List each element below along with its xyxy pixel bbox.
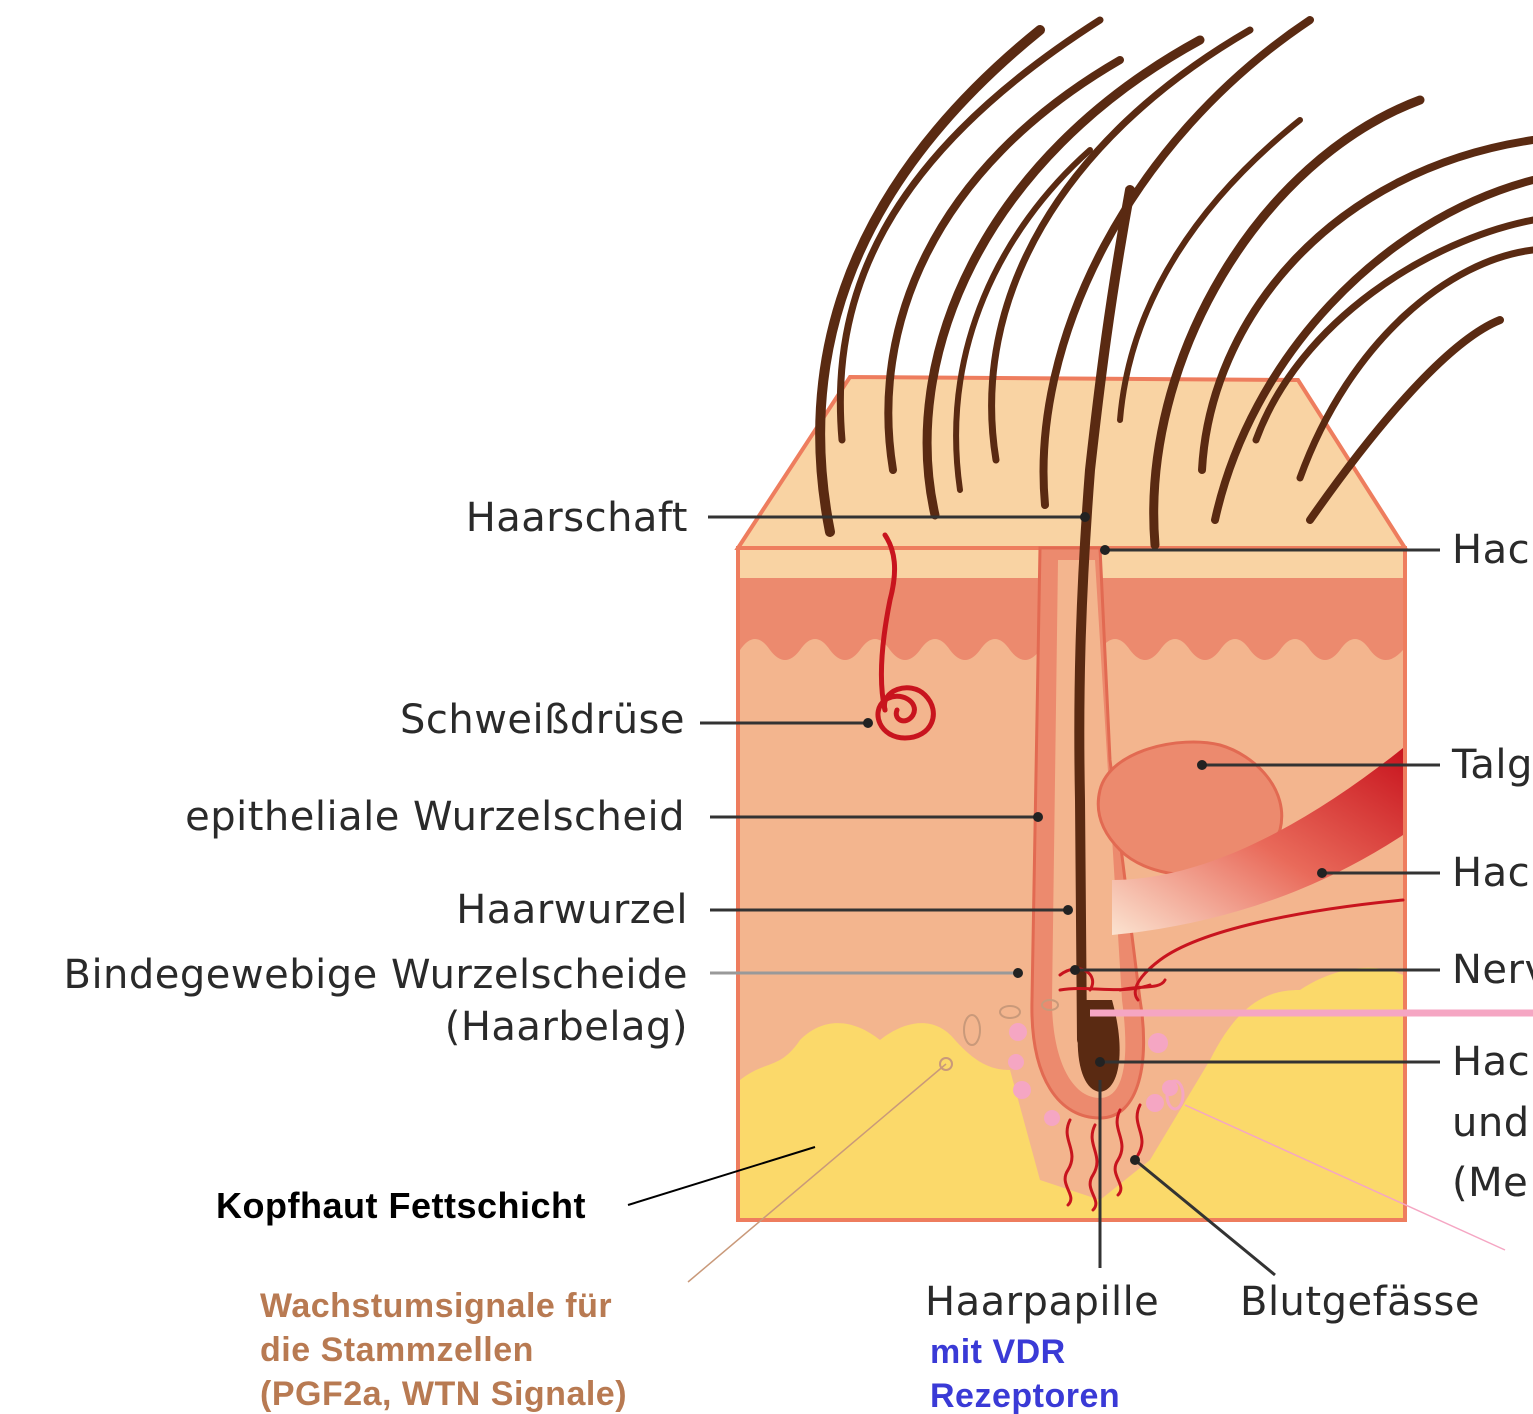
- label-bindegewebige-wurzelscheide: Bindegewebige Wurzelscheide: [64, 955, 689, 995]
- label-right-1: Hac: [1452, 530, 1530, 570]
- label-blutgefaesse: Blutgefässe: [1240, 1282, 1480, 1322]
- leader-dot: [1063, 905, 1073, 915]
- label-haarbelag: (Haarbelag): [445, 1007, 688, 1047]
- leader-dot: [1013, 968, 1023, 978]
- signal-dot: [1008, 1054, 1024, 1070]
- signal-dot: [1148, 1033, 1168, 1053]
- signal-dot: [1013, 1081, 1031, 1099]
- label-right-4: Nerv: [1452, 950, 1533, 990]
- signal-dot: [1009, 1023, 1027, 1041]
- label-vdr-line-1: mit VDR: [930, 1330, 1066, 1374]
- label-wachstumsignale-line-3: (PGF2a, WTN Signale): [260, 1372, 627, 1414]
- label-wachstumsignale-line-1: Wachstumsignale für: [260, 1284, 612, 1328]
- signal-dot: [1044, 1110, 1060, 1126]
- leader-dot: [1197, 760, 1207, 770]
- label-epitheliale-wurzelscheid: epitheliale Wurzelscheid: [185, 797, 685, 837]
- leader-dot: [1070, 965, 1080, 975]
- leader-dot: [1100, 545, 1110, 555]
- leader-dot: [1033, 812, 1043, 822]
- label-schweissdruese: Schweißdrüse: [400, 700, 685, 740]
- leader-dot: [1130, 1155, 1140, 1165]
- label-right-6: und: [1452, 1103, 1530, 1143]
- label-right-2: Talg: [1452, 745, 1533, 785]
- label-vdr-line-2: Rezeptoren: [930, 1374, 1120, 1414]
- leader-dot: [1080, 512, 1090, 522]
- label-wachstumsignale-line-2: die Stammzellen: [260, 1328, 534, 1372]
- label-haarschaft: Haarschaft: [466, 498, 688, 538]
- leader-dot: [1317, 868, 1327, 878]
- label-haarwurzel: Haarwurzel: [456, 890, 688, 930]
- label-kopfhaut-fettschicht: Kopfhaut Fettschicht: [216, 1188, 586, 1224]
- label-right-7: (Me: [1452, 1163, 1528, 1203]
- label-right-3: Hac: [1452, 853, 1530, 893]
- leader-dot: [1095, 1057, 1105, 1067]
- leader-dot: [863, 718, 873, 728]
- signal-dot: [1146, 1094, 1164, 1112]
- label-haarpapille: Haarpapille: [925, 1282, 1159, 1322]
- label-right-5: Hac: [1452, 1042, 1530, 1082]
